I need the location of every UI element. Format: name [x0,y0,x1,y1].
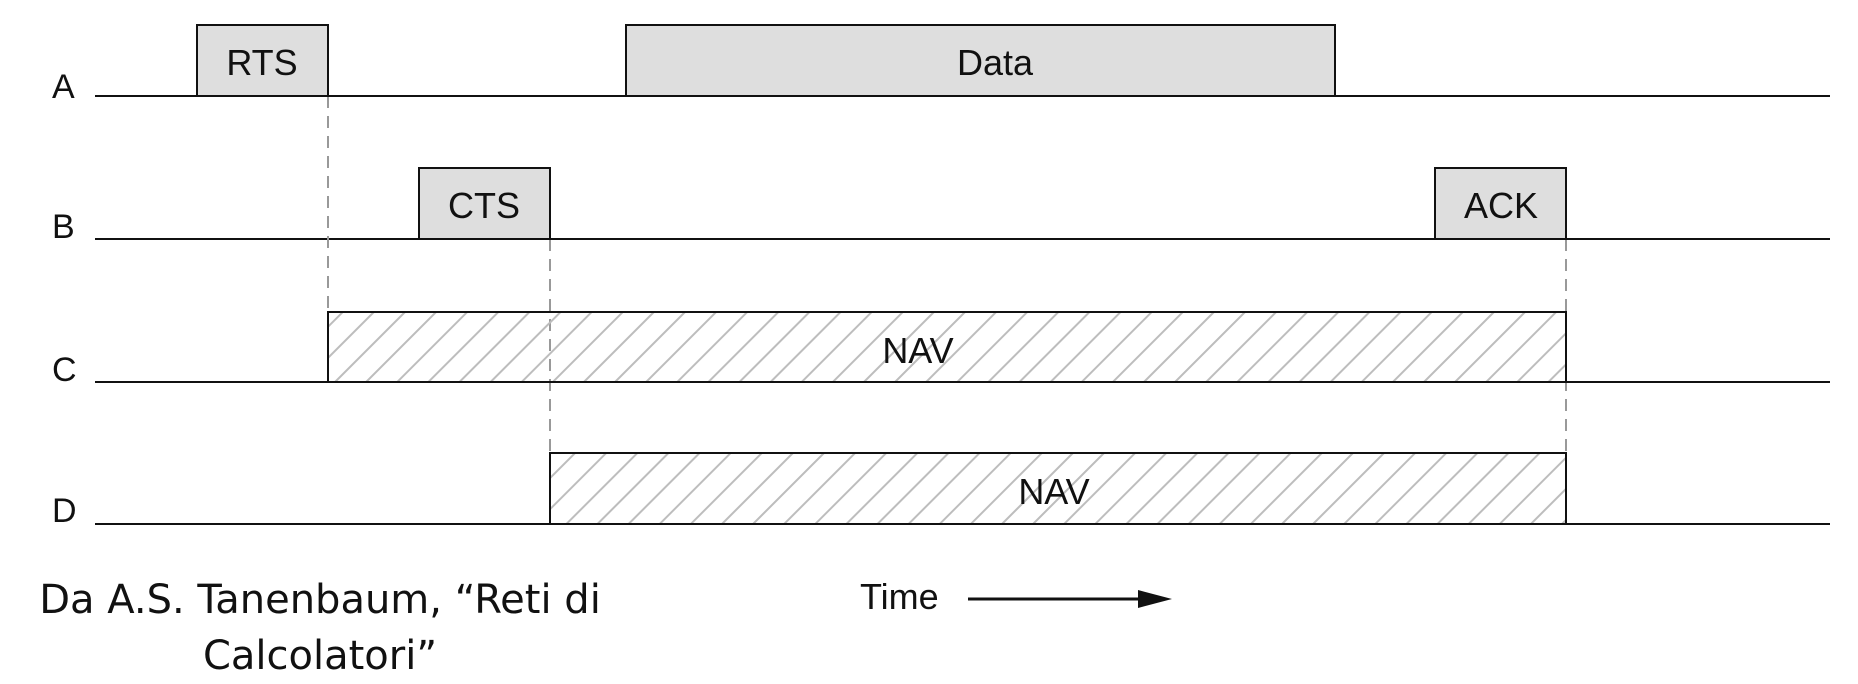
svg-text:CTS: CTS [448,185,520,226]
time-arrow-head [1138,590,1172,608]
row-a-label: A [52,68,75,106]
frame-data: Data [625,24,1336,97]
row-b-label: B [52,208,75,246]
nav-c: NAV [327,311,1567,383]
row-c-label: C [52,351,77,389]
nav-d: NAV [549,452,1567,525]
frame-rts: RTS [196,24,329,97]
svg-text:NAV: NAV [1018,471,1089,512]
frame-ack: ACK [1434,167,1567,240]
row-d-label: D [52,492,77,530]
time-label: Time [860,576,939,617]
svg-text:NAV: NAV [882,330,953,371]
svg-text:RTS: RTS [226,42,297,83]
svg-text:Data: Data [957,42,1034,83]
frame-cts: CTS [418,167,551,240]
source-caption: Da A.S. Tanenbaum, “Reti di Calcolatori” [39,577,601,679]
svg-text:ACK: ACK [1464,185,1538,226]
